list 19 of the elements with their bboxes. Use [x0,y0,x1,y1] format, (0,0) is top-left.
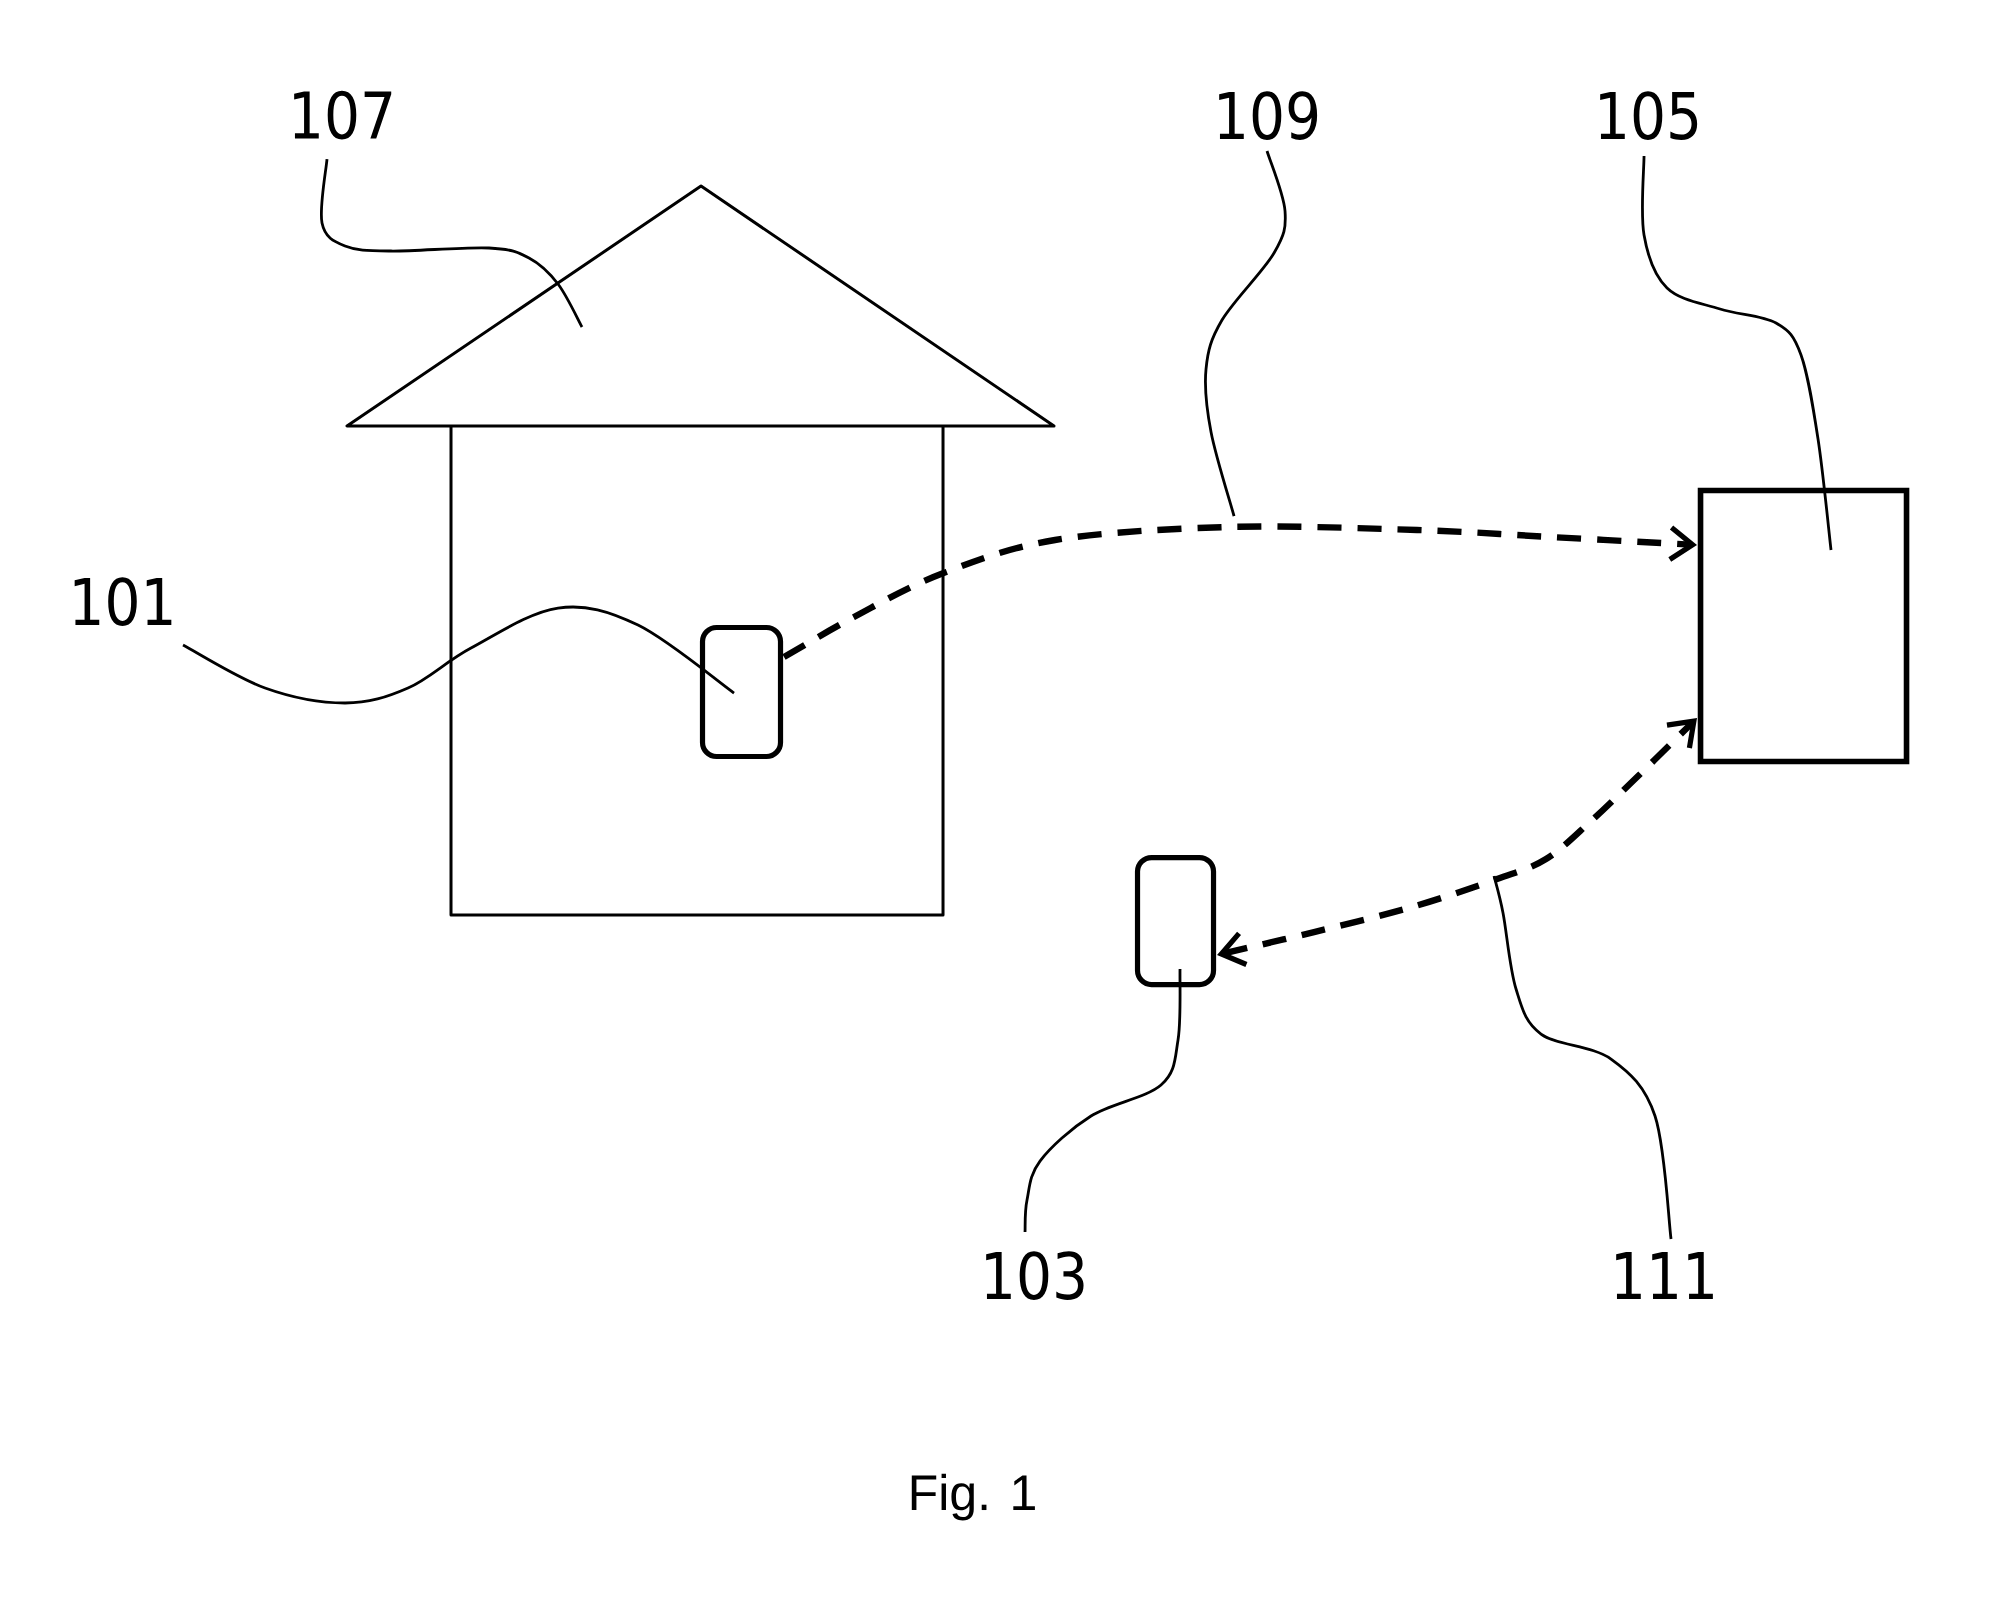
leader-line [1640,155,1833,551]
device-box [1134,854,1217,988]
callout-number: 111 [1616,1252,1713,1300]
dashed-arrow [782,523,1698,660]
leader-line [319,158,584,328]
leader-line [182,605,735,705]
house [345,184,1056,917]
callout-number: 105 [1600,91,1698,140]
device-box [699,624,784,760]
leader-line [1023,969,1182,1233]
leader-line [1492,875,1673,1240]
dashed-arrow [1217,718,1698,967]
unit-box [1697,487,1910,765]
callout-number: 101 [74,577,172,626]
callout-number: 107 [294,90,392,140]
figure-caption: Fig. 1 [911,1473,1035,1521]
callout-number: 103 [986,1251,1084,1300]
callout-number: 109 [1219,91,1318,140]
leader-line [1204,150,1287,517]
